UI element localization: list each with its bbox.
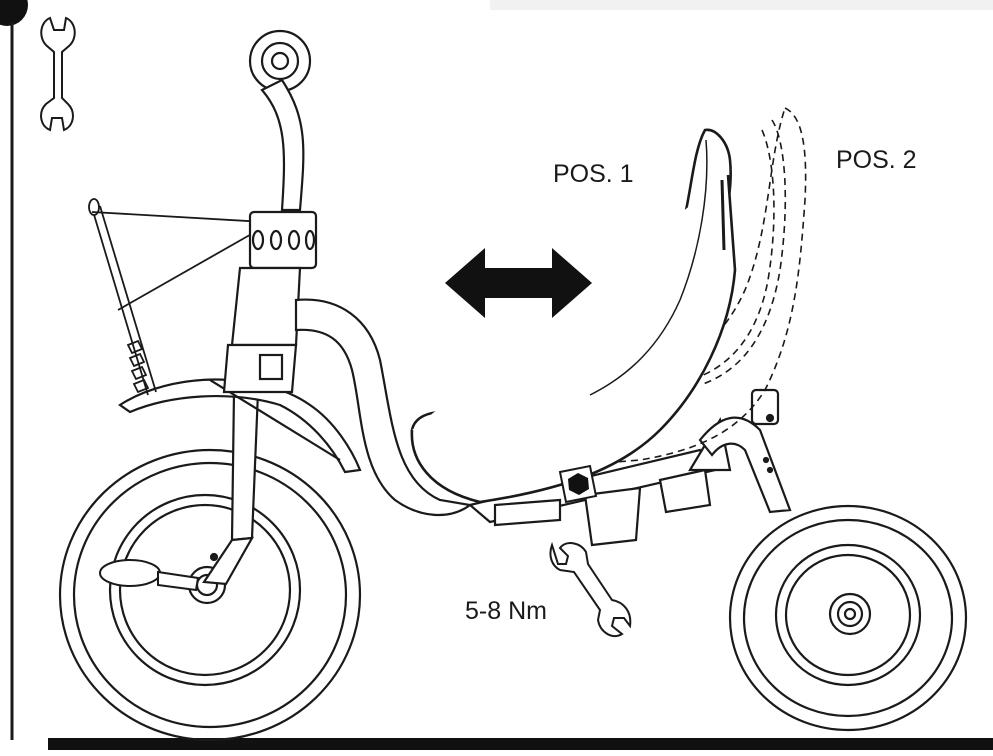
front-wheel bbox=[58, 448, 362, 742]
front-fork bbox=[202, 390, 260, 586]
top-strip bbox=[490, 0, 993, 10]
wrench-icon bbox=[549, 541, 632, 638]
rear-wheel bbox=[728, 504, 968, 732]
position-2-label: POS. 2 bbox=[836, 146, 917, 174]
pedal bbox=[99, 559, 200, 592]
rear-frame bbox=[698, 388, 792, 514]
seat-bracket bbox=[583, 416, 732, 547]
position-1-label: POS. 1 bbox=[553, 160, 634, 188]
seat-position-1 bbox=[410, 128, 737, 504]
handlebar bbox=[222, 29, 318, 394]
flag-rod bbox=[88, 198, 266, 396]
torque-label: 5-8 Nm bbox=[465, 597, 547, 625]
hex-bolt-icon bbox=[558, 464, 598, 504]
ground-line bbox=[48, 738, 993, 750]
double-arrow-icon bbox=[445, 248, 592, 318]
wrench-icon bbox=[40, 16, 76, 132]
